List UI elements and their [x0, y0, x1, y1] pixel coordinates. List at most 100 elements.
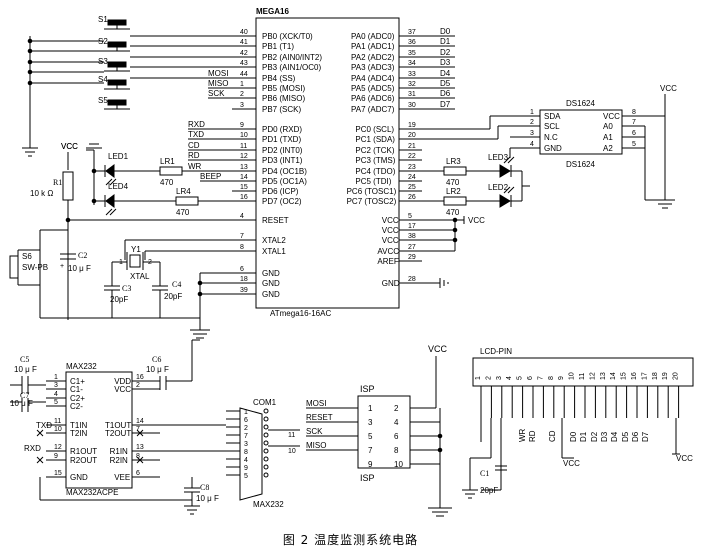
isp-net-label: MISO [306, 441, 326, 450]
switch-actuator [107, 79, 127, 86]
c8-value: 10 μ F [196, 494, 219, 503]
mcu-pin-name: PC0 (SCL) [355, 125, 394, 134]
junction [27, 80, 33, 86]
c2-name: C2 [78, 251, 87, 260]
max232-pin-number: 5 [54, 399, 58, 406]
mcu-pin-number: 40 [240, 29, 248, 36]
c1-name: C1 [480, 469, 489, 478]
mcu-pin-name: PC3 (TMS) [355, 156, 395, 165]
led-resistor [159, 166, 183, 176]
mcu-pin-name: PA5 (ADC5) [351, 84, 395, 93]
mcu-net-label: MISO [208, 79, 228, 88]
max232-pin-name: R2IN [110, 456, 128, 465]
max232-pin-name: R1IN [110, 447, 128, 456]
mcu-pin-name: PC1 (SDA) [355, 135, 395, 144]
resistor-name: LR4 [176, 187, 191, 196]
lcd-pin-number: 7 [537, 376, 544, 380]
switch-actuator [107, 19, 127, 26]
mcu-pin-name: PD3 (INT1) [262, 156, 303, 165]
mcu-pin-name: VCC [382, 236, 399, 245]
mcu-pin-name: PD6 (ICP) [262, 187, 299, 196]
mcu-pin-name: AVCC [377, 247, 399, 256]
isp-pin-right: 2 [394, 404, 399, 413]
com-pin-socket [263, 464, 269, 470]
max232-pin-name: R1OUT [70, 447, 97, 456]
max232-pin-name: VCC [114, 385, 131, 394]
lcd-pin-number: 20 [673, 372, 680, 380]
resistor-name: LR3 [446, 157, 461, 166]
mcu-pin-number: 10 [240, 132, 248, 139]
c5-name: C5 [20, 355, 29, 364]
switch-actuator [107, 41, 127, 48]
mcu-pin-number: 2 [240, 91, 244, 98]
switch-label: S4 [98, 75, 108, 84]
max232-pin-name: T1OUT [105, 421, 131, 430]
lcd-net-label: WR [518, 428, 527, 442]
max232-pin-name: C2+ [70, 394, 85, 403]
r1-value: 10 k Ω [30, 189, 53, 198]
isp-pin-right: 6 [394, 432, 399, 441]
junction [27, 59, 33, 65]
max232-part: MAX232ACPE [66, 488, 118, 497]
c6-name: C6 [152, 355, 161, 364]
ds1624-pin-name: A0 [603, 122, 613, 131]
lcd-pin-number: 19 [662, 372, 669, 380]
max232-pin-number: 3 [54, 382, 58, 389]
max232-pin-number: 2 [136, 382, 140, 389]
ds1624-vcc: VCC [660, 84, 677, 93]
junction [452, 227, 458, 233]
ds1624-pin-name: SCL [544, 122, 560, 131]
mcu-pin-name: PA0 (ADC0) [351, 32, 395, 41]
mcu-pin-number: 19 [408, 122, 416, 129]
crystal-body [129, 254, 141, 268]
lcd-pin-number: 15 [621, 372, 628, 380]
data-bus-label: D6 [440, 89, 451, 98]
led-arrow [109, 208, 117, 216]
s6-switch [9, 255, 19, 279]
mcu-pin-name: PB2 (AIN0/INT2) [262, 53, 322, 62]
switch-label: S1 [98, 15, 108, 24]
mcu-net-label: WR [188, 162, 202, 171]
mcu-pin-name: PB0 (XCK/T0) [262, 32, 313, 41]
com-name: COM1 [253, 398, 277, 407]
max232-pin-number: 10 [54, 426, 62, 433]
isp-net-label: RESET [306, 413, 333, 422]
nc-mark [136, 429, 144, 437]
mcu-pin-name: PA4 (ADC4) [351, 74, 395, 83]
mcu-net-label: MOSI [208, 69, 228, 78]
led-arrow [507, 156, 515, 164]
led-arrow [105, 208, 113, 216]
max232-pin-name: C1- [70, 385, 83, 394]
c3-value: 20pF [110, 295, 128, 304]
mcu-pin-number: 38 [408, 233, 416, 240]
mcu-pin-number: 14 [240, 174, 248, 181]
lcd-pin-number: 4 [506, 376, 513, 380]
mcu-pin-name: PC6 (TOSC1) [347, 187, 397, 196]
r1-name: R1 [53, 178, 62, 187]
mcu-pin-name: PD7 (OC2) [262, 197, 302, 206]
junction [27, 48, 33, 54]
mcu-part: ATmega16-16AC [270, 309, 331, 318]
mcu-pin-name: AREF [377, 257, 398, 266]
mcu-pin-number: 16 [240, 194, 248, 201]
isp-vcc: VCC [428, 344, 448, 354]
led-arrow [503, 156, 511, 164]
mcu-pin-name: PC2 (TCK) [355, 146, 394, 155]
mcu-pin-name: PB3 (AIN1/OC0) [262, 63, 321, 72]
mcu-pin-number: 12 [240, 153, 248, 160]
data-bus-label: D4 [440, 69, 451, 78]
c8-name: C8 [200, 483, 209, 492]
com-part: MAX232 [253, 500, 284, 509]
max232-pin-name: GND [70, 473, 88, 482]
lcd-pin-number: 5 [517, 376, 524, 380]
mcu-pin-name: GND [382, 279, 400, 288]
com-pin-socket [263, 448, 269, 454]
ds1624-pin-name: SDA [544, 112, 561, 121]
mcu-pin-number: 8 [240, 244, 244, 251]
mcu-pin-number: 1 [240, 81, 244, 88]
